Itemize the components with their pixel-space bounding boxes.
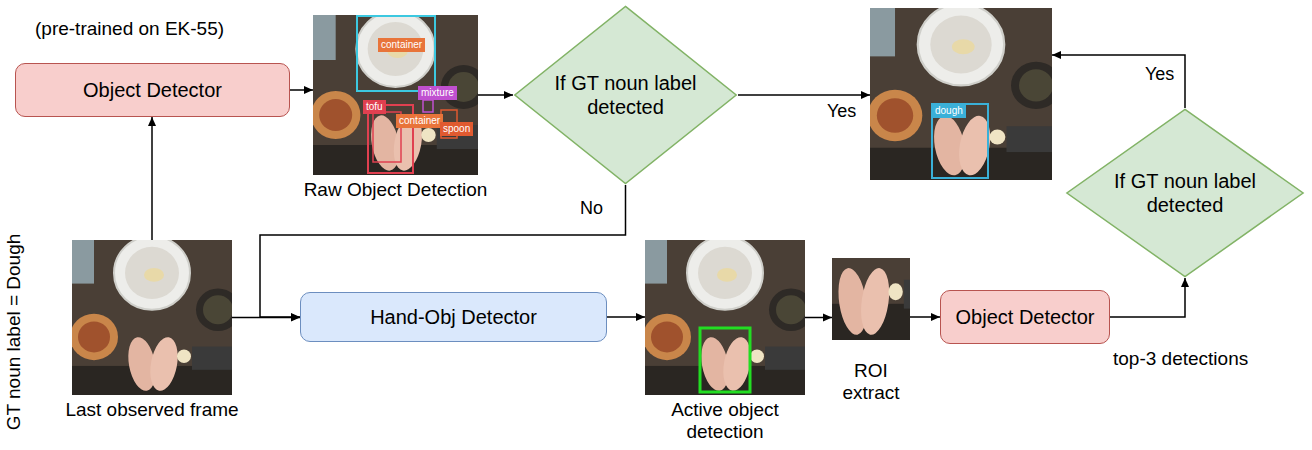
- note-label: (pre-trained on EK-55): [35, 18, 224, 40]
- detection-tag: container: [378, 38, 425, 52]
- process-box: Hand-Obj Detector: [300, 292, 607, 342]
- flow-arrow: [1110, 278, 1185, 317]
- image-node: ROI extract: [832, 258, 910, 340]
- flow-arrow: [290, 89, 313, 91]
- detection-tag: tofu: [363, 100, 386, 114]
- active-object-image: [643, 236, 813, 395]
- decision-diamond: If GT noun label detected: [513, 5, 738, 185]
- diamond-outline: [513, 5, 738, 185]
- node-text: If GT noun label detected: [1105, 169, 1265, 217]
- last-frame-image: [70, 236, 240, 395]
- image-caption: Active object detection: [655, 399, 795, 443]
- process-box: Object Detector: [940, 290, 1110, 344]
- axis-note: GT noun label = Dough: [3, 222, 25, 442]
- detection-tag: spoon: [440, 122, 473, 136]
- illustration-part: [311, 11, 486, 175]
- detection-tag: container: [396, 114, 443, 128]
- illustration-part: [868, 4, 1061, 180]
- diamond-shape: [515, 6, 736, 183]
- edge-label: No: [578, 198, 605, 218]
- raw-detection-image: [311, 11, 486, 175]
- flow-arrow: [1052, 55, 1185, 108]
- diamond-shape: [1067, 109, 1303, 276]
- final-detection-image: [868, 4, 1061, 180]
- image-node: Active object detection: [645, 240, 805, 395]
- illustration-part: [311, 11, 486, 175]
- detection-tag: dough: [932, 104, 966, 118]
- flow-arrow: [151, 117, 153, 240]
- detection-tag: mixture: [418, 86, 457, 100]
- node-text: Object Detector: [956, 305, 1095, 329]
- illustration-part: [423, 100, 433, 112]
- illustration-part: [932, 104, 988, 178]
- node-text: Hand-Obj Detector: [370, 305, 537, 329]
- flow-arrow: [607, 316, 645, 318]
- node-text: Object Detector: [83, 78, 222, 102]
- flow-arrow: [478, 94, 513, 96]
- illustration-part: [868, 4, 1061, 180]
- illustration-part: [643, 236, 813, 395]
- process-box: Object Detector: [15, 63, 290, 117]
- flow-arrow: [805, 317, 832, 319]
- illustration-part: [779, 142, 953, 340]
- image-caption: Raw Object Detection: [266, 179, 526, 201]
- illustration-part: [700, 328, 750, 392]
- flow-arrow: [910, 316, 940, 318]
- illustration-part: [70, 236, 240, 395]
- illustration-part: [779, 142, 953, 340]
- illustration-part: [70, 236, 240, 395]
- decision-diamond: If GT noun label detected: [1065, 108, 1305, 278]
- flow-arrow: [232, 317, 300, 319]
- note-label: top-3 detections: [1113, 348, 1248, 370]
- roi-image: [779, 142, 953, 340]
- image-node: dough: [870, 8, 1052, 180]
- diamond-outline: [1065, 108, 1305, 278]
- image-node: Last observed frame: [72, 240, 232, 395]
- illustration-part: [643, 236, 813, 395]
- flow-arrow: [738, 94, 870, 96]
- illustration-part: [357, 16, 435, 91]
- edge-label: Yes: [825, 101, 858, 121]
- image-caption: ROI extract: [835, 360, 907, 404]
- edge-label: Yes: [1143, 64, 1176, 84]
- image-caption: Last observed frame: [22, 399, 282, 421]
- node-text: If GT noun label detected: [546, 71, 706, 119]
